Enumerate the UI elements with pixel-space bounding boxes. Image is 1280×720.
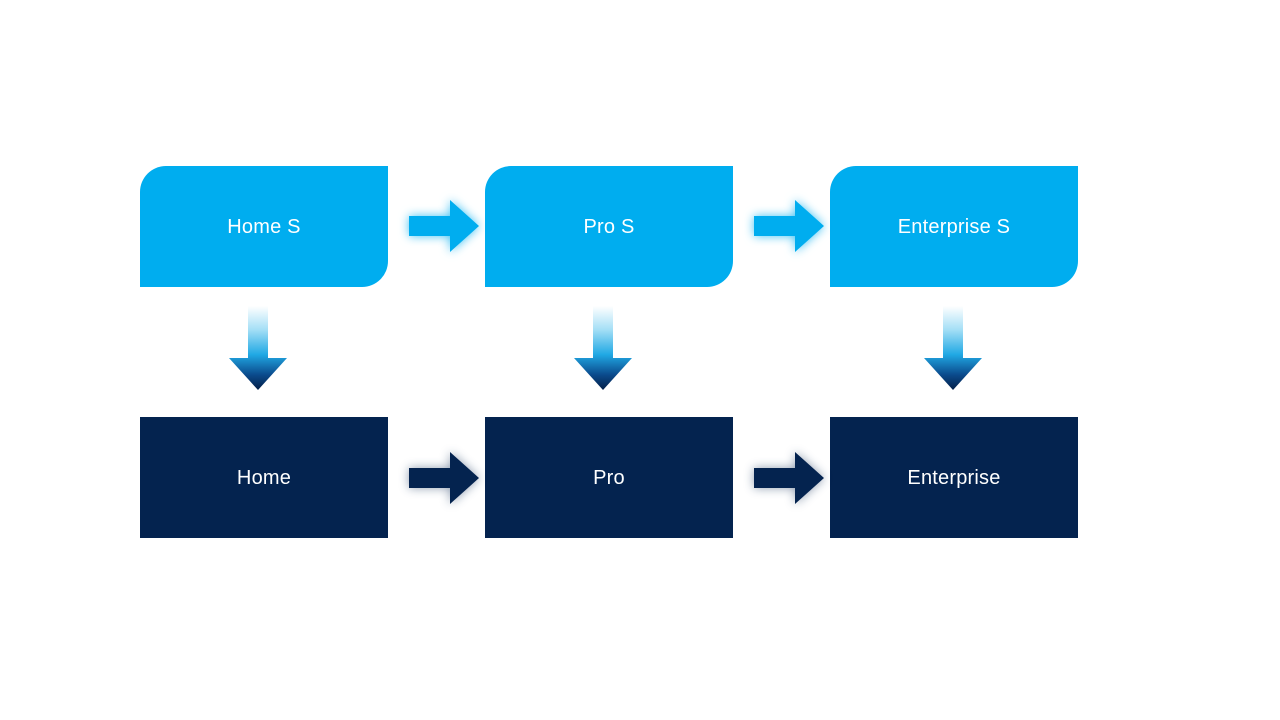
node-pro-s-label: Pro S (583, 215, 635, 238)
node-enterprise-s-label: Enterprise S (897, 215, 1011, 238)
node-enterprise-s[interactable]: Enterprise S (830, 166, 1078, 287)
arrow-right-icon-product-2 (754, 452, 824, 504)
arrow-down-icon-home (229, 306, 287, 390)
node-enterprise[interactable]: Enterprise (830, 417, 1078, 538)
node-home-s[interactable]: Home S (140, 166, 388, 287)
node-pro[interactable]: Pro (485, 417, 733, 538)
node-enterprise-label: Enterprise (907, 466, 1001, 489)
node-home-label: Home (236, 466, 292, 489)
arrow-right-icon-service-2 (754, 200, 824, 252)
node-home-s-label: Home S (227, 215, 301, 238)
node-pro-label: Pro (593, 466, 625, 489)
node-home[interactable]: Home (140, 417, 388, 538)
arrow-right-icon-service-1 (409, 200, 479, 252)
arrow-down-icon-pro (574, 306, 632, 390)
node-pro-s[interactable]: Pro S (485, 166, 733, 287)
arrow-right-icon-product-1 (409, 452, 479, 504)
arrow-down-icon-enterprise (924, 306, 982, 390)
